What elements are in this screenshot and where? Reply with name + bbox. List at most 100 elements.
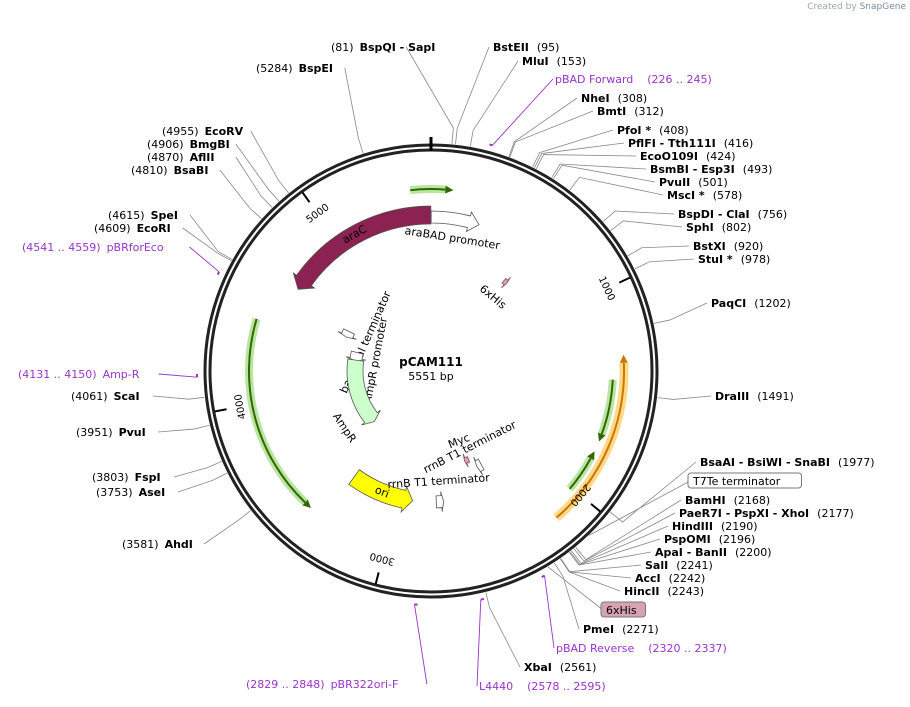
site-name: AhdI xyxy=(165,538,193,551)
site-pos: (4870) xyxy=(147,151,184,164)
site-name: ScaI xyxy=(114,390,140,403)
site-leader xyxy=(182,227,232,262)
site-label: PflFI - Tth111I(416) xyxy=(628,137,753,150)
primer-leader xyxy=(544,575,555,649)
site-leader xyxy=(157,424,210,433)
primer-name: pBAD Forward xyxy=(555,73,633,86)
site-pos: (416) xyxy=(724,137,754,150)
site-label: EcoO109I(424) xyxy=(640,150,736,163)
site-label: PmeI(2271) xyxy=(583,623,659,636)
site-label: BstEII (95) xyxy=(493,41,559,54)
primer-leader xyxy=(189,246,220,273)
site-name: PfoI * xyxy=(617,124,651,137)
site-name: BspQI xyxy=(360,41,396,54)
site-label: XbaI(2561) xyxy=(524,661,596,674)
primer-label: pBAD Reverse(2320 .. 2337) xyxy=(556,642,727,655)
site-name: BstEII xyxy=(493,41,529,54)
site-leader xyxy=(553,164,656,183)
site-leader xyxy=(344,67,364,154)
primer-range: (2320 .. 2337) xyxy=(648,642,727,655)
backbone-ring xyxy=(203,137,659,599)
site-label: BspDI - ClaI(756) xyxy=(678,208,787,221)
site-name: PaeR7I - PspXI - XhoI xyxy=(679,507,809,520)
site-label: SphI(802) xyxy=(686,221,751,234)
site-leader xyxy=(634,258,695,270)
site-pos: (1977) xyxy=(838,456,875,469)
site-leader xyxy=(469,60,519,147)
site-pos: (2190) xyxy=(721,520,758,533)
site-pos: (756) xyxy=(758,208,788,221)
site-pos: (3581) xyxy=(122,538,159,551)
direction-arrowhead xyxy=(597,432,606,442)
site-name: DraIII xyxy=(715,390,749,403)
site-name: EcoRI xyxy=(137,222,171,235)
tick-mark xyxy=(590,503,601,513)
feature-arabad-promoter xyxy=(430,210,480,233)
site-label: (81)BspQI - SapI xyxy=(331,41,435,54)
site-pos: (153) xyxy=(557,55,587,68)
site-label: HindIII (2190) xyxy=(672,520,758,533)
site-pos: (312) xyxy=(634,105,664,118)
site-leader xyxy=(657,395,712,400)
site-name: HindIII xyxy=(672,520,713,533)
site-name: BspEI xyxy=(299,62,333,75)
site-pos: (501) xyxy=(698,176,728,189)
tick-mark xyxy=(618,276,631,284)
primer-leader xyxy=(476,599,482,687)
feature-label: AmpR xyxy=(330,410,359,445)
primer-name: Amp-R xyxy=(103,368,140,381)
site-label: (3951)PvuI xyxy=(76,426,146,439)
feature-6xhis xyxy=(501,276,511,289)
site-pos: (920) xyxy=(734,240,764,253)
primer-label: pBAD Forward(226 .. 245) xyxy=(555,73,712,86)
primer-mark xyxy=(541,574,546,579)
direction-arrowhead xyxy=(445,185,454,194)
site-pos: (95) xyxy=(537,41,560,54)
site-pos: (2242) xyxy=(669,572,706,585)
tick-mark xyxy=(374,572,380,585)
site-pos: (2196) xyxy=(719,533,756,546)
primer-name: pBRforEco xyxy=(107,241,164,254)
site-pos: (1491) xyxy=(757,390,794,403)
site-name: BsaBI xyxy=(174,164,209,177)
site-name: AccI xyxy=(635,572,661,585)
site-pos: (2200) xyxy=(735,546,772,559)
site-leader xyxy=(485,592,521,668)
site-leader xyxy=(560,558,632,579)
primer-name: pBR322ori-F xyxy=(331,678,399,691)
site-pos: (4609) xyxy=(94,222,131,235)
site-label: (4955)EcoRV xyxy=(162,125,244,138)
credit: Created by SnapGene xyxy=(807,2,906,12)
site-name: BmtI xyxy=(597,105,626,118)
site-name: SalI xyxy=(645,559,668,572)
site-name: EcoRV xyxy=(205,125,244,138)
site-label: MscI *(578) xyxy=(667,189,742,202)
site-leader xyxy=(250,130,289,194)
site-pos: (424) xyxy=(706,150,736,163)
site-pos: (3951) xyxy=(76,426,113,439)
site-name: BsmBI - Esp3I xyxy=(650,163,735,176)
site-name-extra: - SapI xyxy=(396,41,436,54)
feature-ori xyxy=(348,469,414,514)
site-label: MluI(153) xyxy=(522,55,586,68)
site-label: BsaAI - BsiWI - SnaBI(1977) xyxy=(700,456,875,469)
box-leader xyxy=(547,566,604,611)
site-label: (4810)BsaBI xyxy=(131,164,208,177)
box-label: T7Te terminator xyxy=(692,475,781,488)
site-pos: (802) xyxy=(722,221,752,234)
site-leader xyxy=(559,558,621,592)
site-leader xyxy=(573,512,676,562)
site-pos: (3753) xyxy=(96,486,133,499)
site-pos: (2177) xyxy=(817,507,854,520)
site-name: PaqCI xyxy=(711,297,746,310)
primer-label: (4541 .. 4559)pBRforEco xyxy=(22,241,164,254)
direction-arc xyxy=(555,362,625,519)
site-label: PspOMI(2196) xyxy=(664,533,755,546)
site-pos: (5284) xyxy=(256,62,293,75)
site-label: DraIII (1491) xyxy=(715,390,794,403)
site-leader xyxy=(235,156,273,208)
primer-mark xyxy=(480,597,485,601)
primer-leader xyxy=(414,604,428,685)
